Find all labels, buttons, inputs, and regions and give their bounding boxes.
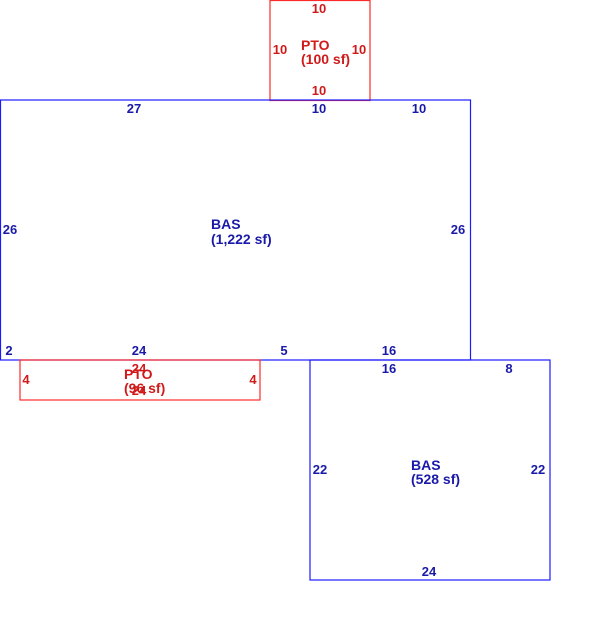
pto-bottom-name: PTO: [124, 366, 153, 382]
bas-main-dim-bottom-far-left: 2: [5, 343, 12, 358]
bas-main-name: BAS: [211, 216, 241, 232]
pto-bottom-dim-right: 4: [249, 372, 257, 387]
bas-lower-dim-bottom: 24: [422, 564, 437, 579]
bas-main-dim-top-left: 27: [127, 101, 141, 116]
bas-main-area-size: (1,222 sf): [211, 231, 272, 247]
bas-lower-dim-left: 22: [313, 462, 327, 477]
pto-top-dim-top: 10: [312, 1, 326, 16]
pto-top-area-size: (100 sf): [301, 51, 350, 67]
bas-lower-outline: [309, 359, 551, 581]
bas-main-dim-left: 26: [3, 222, 17, 237]
bas-main-dim-top-mid: 10: [312, 101, 326, 116]
bas-lower-dim-right: 22: [531, 462, 545, 477]
bas-main-dim-right: 26: [451, 222, 465, 237]
pto-bottom-outline: [19, 359, 261, 401]
bas-lower-dim-top-left: 16: [382, 361, 396, 376]
pto-top-dim-left: 10: [273, 42, 287, 57]
bas-main-dim-top-right: 10: [412, 101, 426, 116]
bas-main-dim-bottom-left: 24: [132, 343, 147, 358]
bas-lower-area-size: (528 sf): [411, 471, 460, 487]
pto-top-dim-right: 10: [352, 42, 366, 57]
bas-main-dim-bottom-right: 16: [382, 343, 396, 358]
bas-main-dim-bottom-mid: 5: [280, 343, 287, 358]
bas-lower-area: 16 8 22 22 24 BAS (528 sf): [309, 359, 551, 581]
pto-bottom-area-size: (96 sf): [124, 380, 165, 396]
pto-top-name: PTO: [301, 37, 330, 53]
bas-main-area: 27 10 10 26 26 2 24 5 16 BAS (1,222 sf): [0, 99, 472, 361]
bas-lower-name: BAS: [411, 457, 441, 473]
bas-lower-dim-top-right: 8: [505, 361, 512, 376]
pto-bottom-area: 24 4 4 24 PTO (96 sf): [19, 359, 261, 401]
pto-top-area: 10 10 10 10 PTO (100 sf): [269, 0, 371, 102]
pto-bottom-dim-left: 4: [22, 372, 30, 387]
pto-bottom-dim-top: 24: [132, 361, 147, 376]
pto-bottom-dim-bottom: 24: [132, 383, 147, 398]
pto-top-dim-bottom: 10: [312, 83, 326, 98]
